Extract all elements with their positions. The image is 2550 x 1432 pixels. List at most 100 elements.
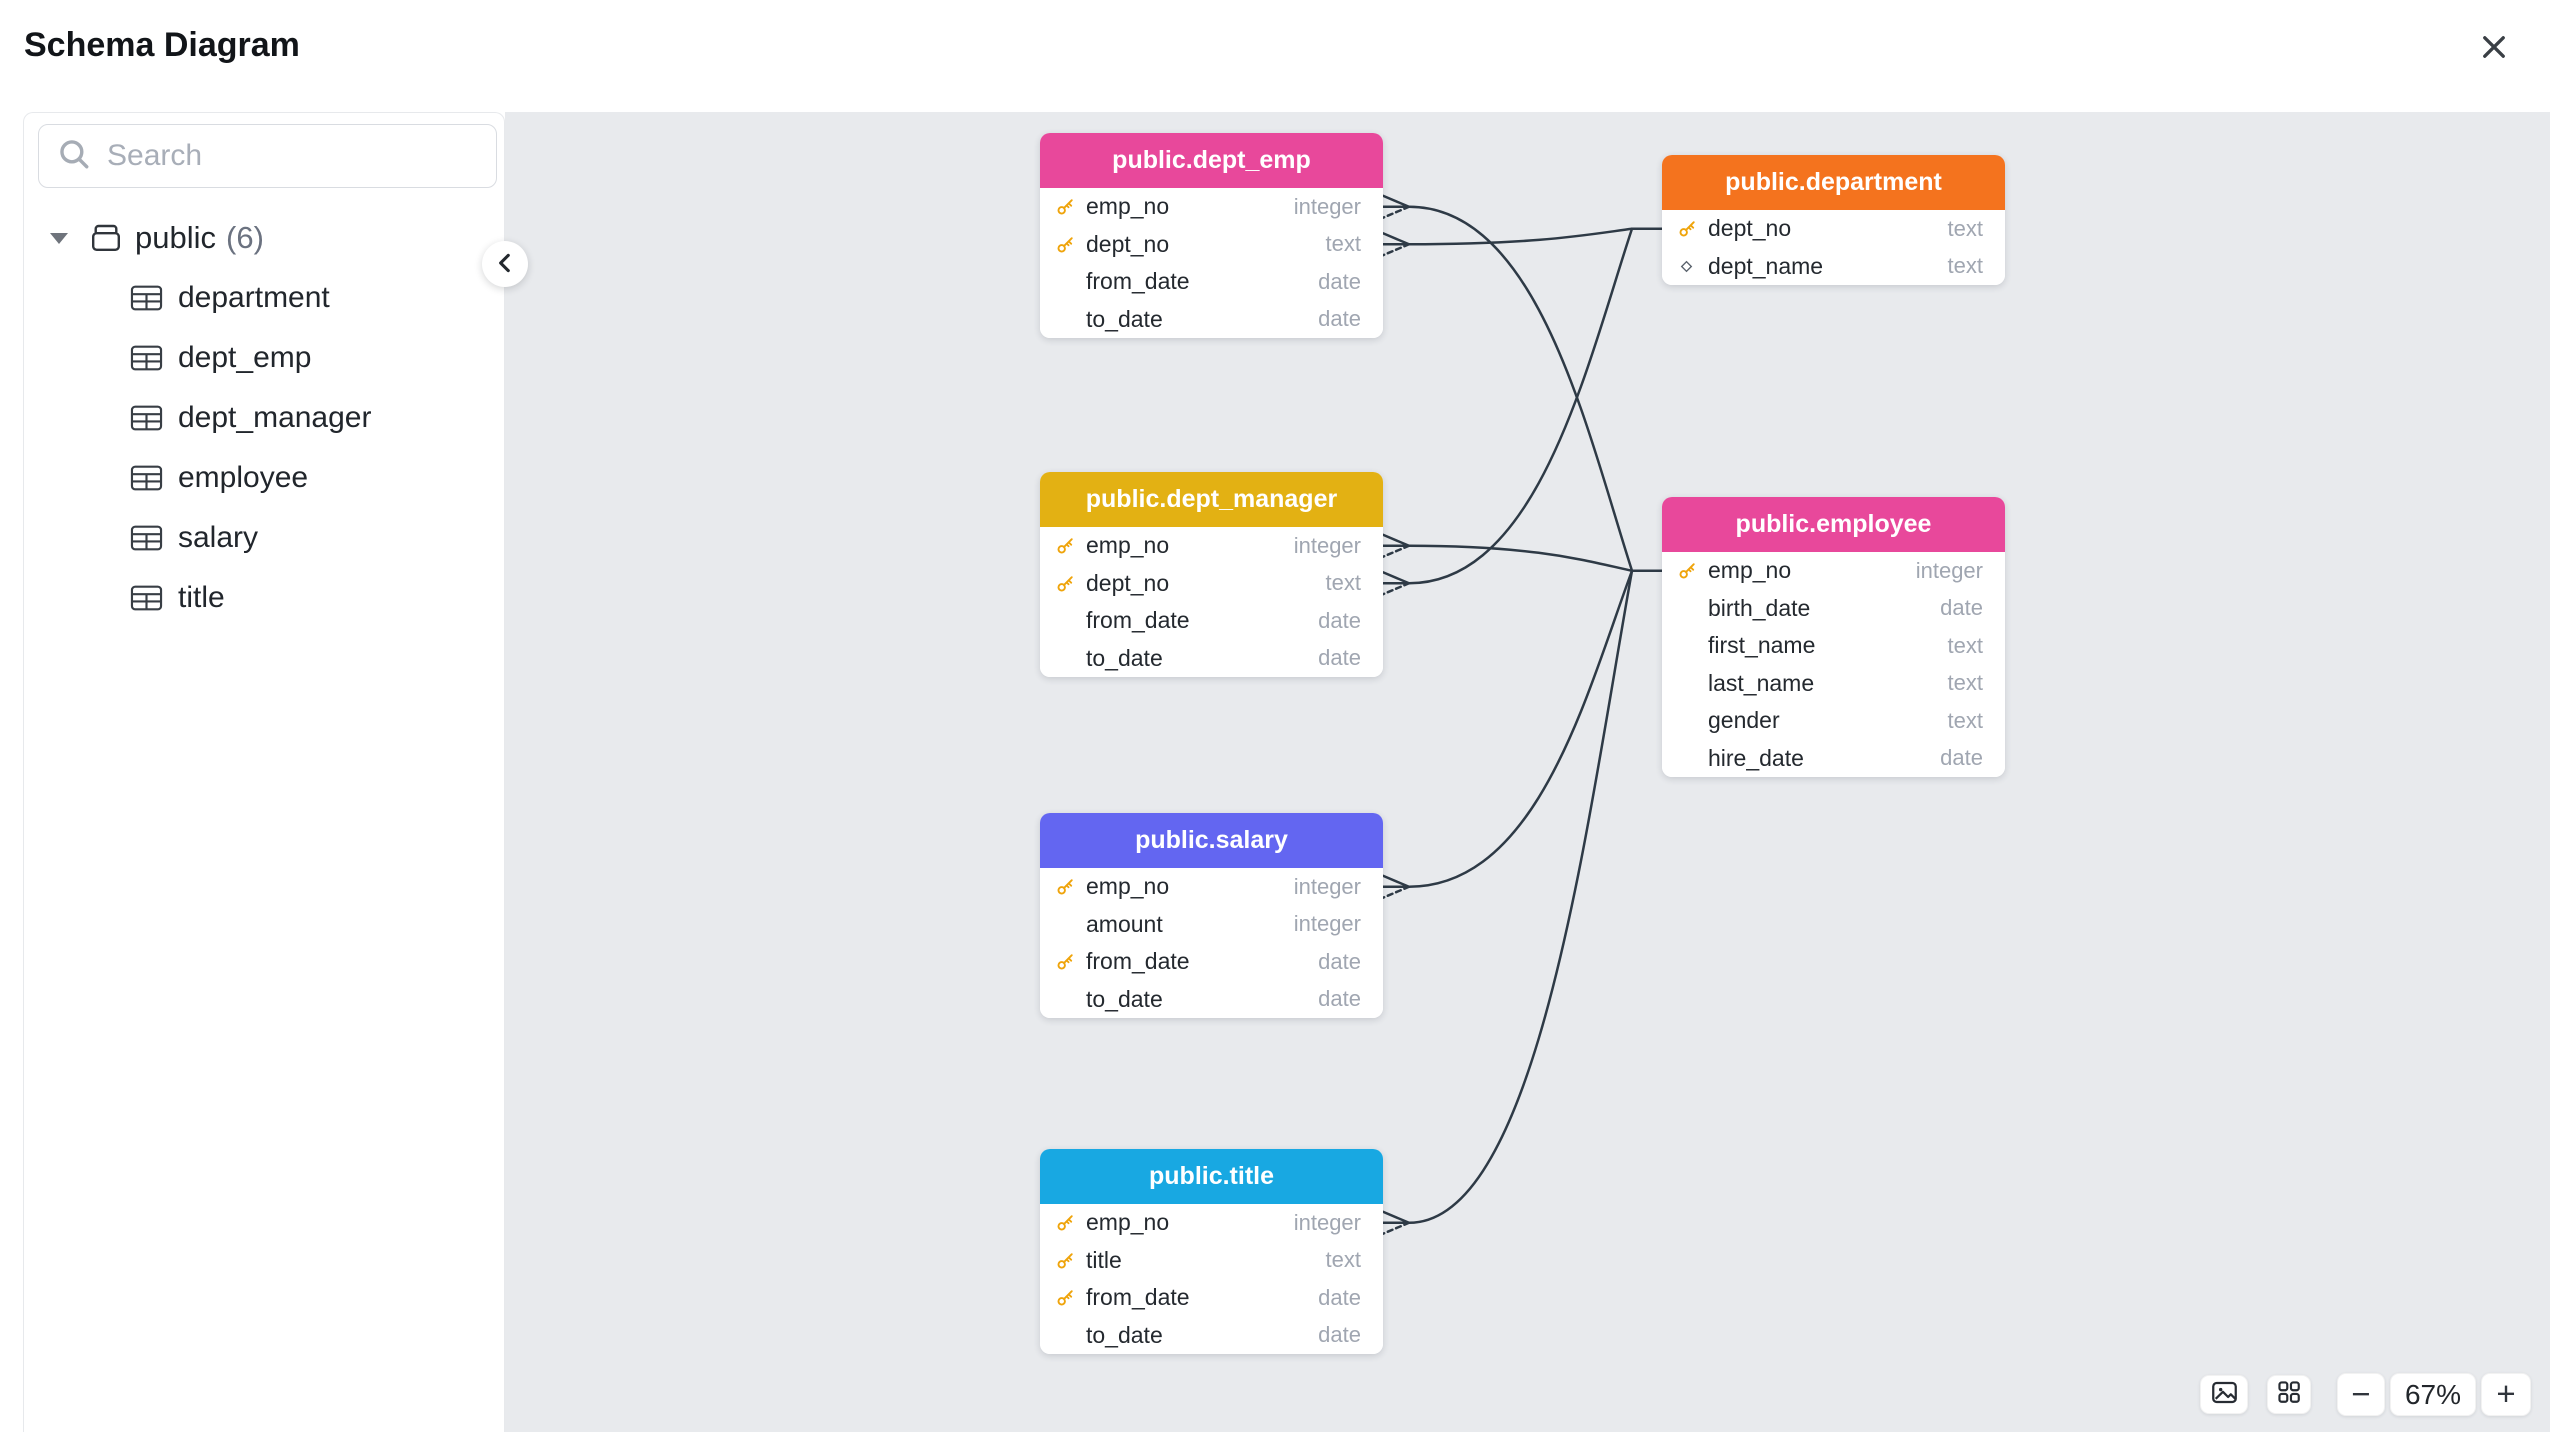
column-name: from_date [1086, 1284, 1190, 1311]
column-type: date [1940, 745, 1983, 771]
column-row-dept_name: dept_name text [1662, 247, 2005, 285]
column-type: text [1947, 670, 1983, 696]
column-name: to_date [1086, 305, 1163, 332]
key-icon [1056, 197, 1086, 216]
sidebar-collapse-button[interactable] [482, 241, 528, 287]
column-type: integer [1293, 532, 1361, 558]
table-name: title [178, 581, 225, 614]
column-row-from_date: from_date date [1040, 1279, 1383, 1317]
key-icon [1056, 1288, 1086, 1307]
export-image-button[interactable] [2200, 1375, 2248, 1414]
column-row-birth_date: birth_date date [1662, 589, 2005, 627]
column-type: integer [1293, 911, 1361, 937]
column-type: date [1318, 948, 1361, 974]
column-row-from_date: from_date date [1040, 602, 1383, 640]
key-icon [1056, 574, 1086, 593]
column-type: text [1325, 570, 1361, 596]
tree-item-table-salary[interactable]: salary [24, 508, 504, 568]
column-type: text [1947, 253, 1983, 279]
column-row-hire_date: hire_date date [1662, 739, 2005, 777]
column-row-dept_no: dept_no text [1040, 564, 1383, 602]
key-icon [1056, 1251, 1086, 1270]
column-type: date [1318, 1322, 1361, 1348]
tree-item-schema-public[interactable]: public (6) [24, 208, 504, 268]
key-icon [1056, 235, 1086, 254]
table-icon [130, 464, 163, 492]
column-name: dept_name [1708, 252, 1824, 279]
sidebar: public (6) departmentdept_empdept_manage… [23, 112, 505, 1432]
table-node-header[interactable]: public.dept_emp [1040, 133, 1383, 188]
column-name: from_date [1086, 607, 1190, 634]
column-name: from_date [1086, 948, 1190, 975]
diamond-icon [1678, 258, 1708, 275]
plus-icon: + [2496, 1374, 2516, 1412]
column-type: text [1325, 231, 1361, 257]
table-icon [130, 524, 163, 552]
column-name: dept_no [1086, 230, 1170, 257]
zoom-controls: − 67% + [2337, 1373, 2531, 1416]
column-name: dept_no [1708, 215, 1792, 242]
caret-down-icon[interactable] [50, 232, 68, 244]
table-icon [130, 404, 163, 432]
column-name: dept_no [1086, 569, 1170, 596]
table-node-header[interactable]: public.title [1040, 1149, 1383, 1204]
key-icon [1056, 877, 1086, 896]
close-button[interactable] [2472, 26, 2516, 70]
tree-item-table-dept_emp[interactable]: dept_emp [24, 328, 504, 388]
key-icon [1678, 561, 1708, 580]
column-name: emp_no [1086, 532, 1170, 559]
edge-dept_emp-employee [1381, 194, 1664, 572]
column-name: to_date [1086, 644, 1163, 671]
column-type: date [1318, 1284, 1361, 1310]
schema-icon [90, 223, 122, 253]
zoom-out-button[interactable]: − [2337, 1373, 2385, 1416]
column-type: text [1947, 632, 1983, 658]
column-name: birth_date [1708, 594, 1811, 621]
grid-layout-icon [2276, 1379, 2302, 1410]
column-type: date [1318, 268, 1361, 294]
header-bar: Schema Diagram [0, 0, 2550, 112]
column-name: hire_date [1708, 744, 1804, 771]
auto-layout-button[interactable] [2267, 1375, 2311, 1414]
table-node-header[interactable]: public.department [1662, 155, 2005, 210]
chevron-left-icon [493, 251, 517, 278]
column-type: text [1947, 215, 1983, 241]
column-name: to_date [1086, 985, 1163, 1012]
close-icon [2478, 31, 2510, 66]
table-node-header[interactable]: public.dept_manager [1040, 472, 1383, 527]
zoom-in-button[interactable]: + [2481, 1373, 2531, 1416]
column-name: amount [1086, 910, 1163, 937]
column-type: date [1940, 595, 1983, 621]
tree-item-table-department[interactable]: department [24, 268, 504, 328]
minus-icon: − [2351, 1374, 2371, 1412]
edge-title-employee [1381, 569, 1664, 1235]
zoom-level: 67% [2390, 1373, 2476, 1416]
column-name: emp_no [1086, 193, 1170, 220]
column-type: integer [1293, 1209, 1361, 1235]
column-type: date [1318, 607, 1361, 633]
tree-item-table-title[interactable]: title [24, 568, 504, 628]
table-node-header[interactable]: public.employee [1662, 497, 2005, 552]
column-type: integer [1293, 873, 1361, 899]
table-icon [130, 584, 163, 612]
column-name: emp_no [1086, 873, 1170, 900]
relationship-edges [1381, 194, 1664, 1235]
tree-item-table-employee[interactable]: employee [24, 448, 504, 508]
key-icon [1678, 219, 1708, 238]
search-input[interactable] [107, 139, 493, 173]
column-row-emp_no: emp_no integer [1040, 527, 1383, 565]
tree-item-table-dept_manager[interactable]: dept_manager [24, 388, 504, 448]
table-node-header[interactable]: public.salary [1040, 813, 1383, 868]
